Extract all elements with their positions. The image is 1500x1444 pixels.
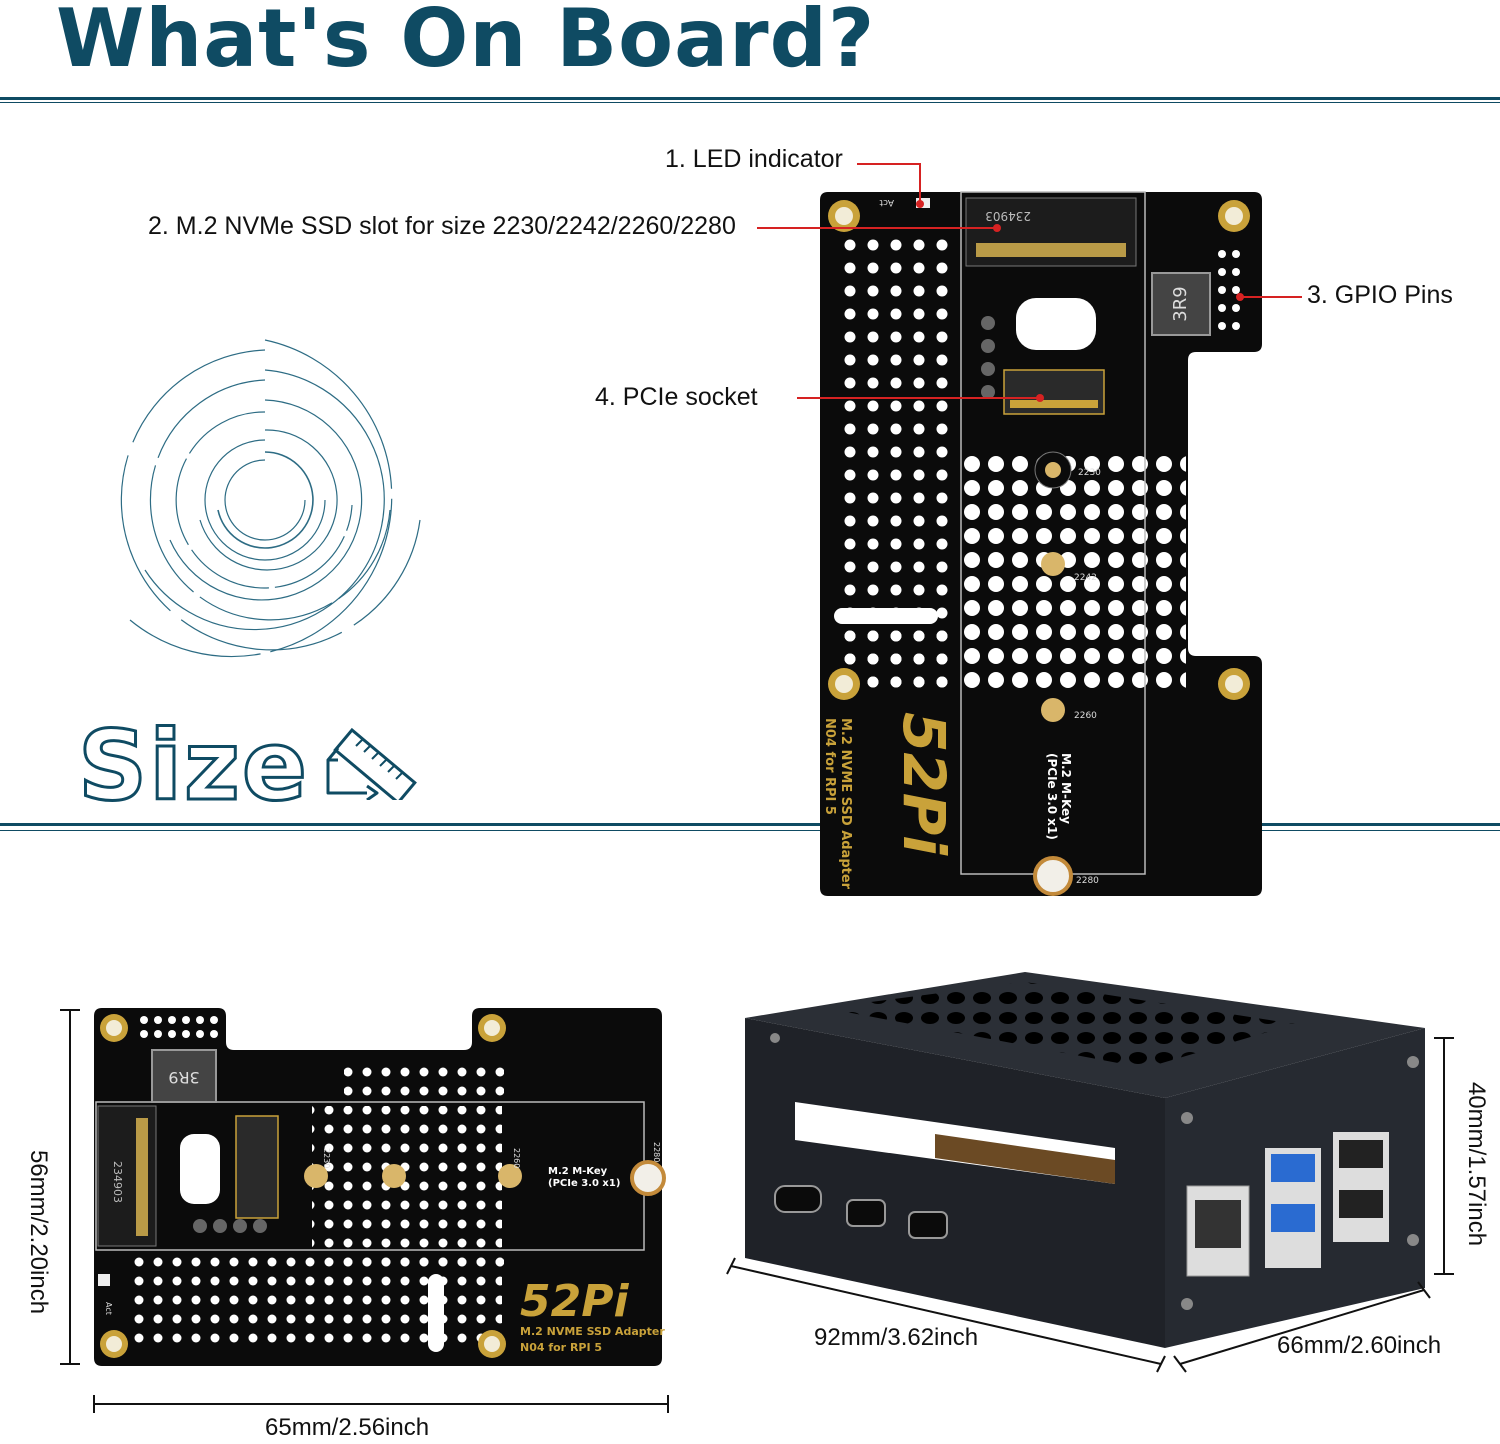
hole-label-a: 2230 [322,1148,331,1168]
case-width-label: 66mm/2.60inch [1277,1332,1442,1359]
leader-dot-4 [1036,394,1044,402]
product-line2-2: N04 for RPI 5 [520,1341,602,1354]
case-height-label: 40mm/1.57inch [1463,1081,1490,1247]
metal-case [745,972,1425,1348]
leader-dot-1 [916,200,924,208]
slot-code-2: 234903 [111,1161,124,1203]
callout-pcie-socket: 4. PCIe socket [595,383,758,411]
header-divider-thin [0,102,1500,103]
product-line1-2: M.2 NVME SSD Adapter [520,1325,665,1338]
hole-label-2230: 2230 [1078,468,1101,478]
section-divider-thin [0,830,1500,831]
hole-label-d: 2280 [652,1142,661,1162]
product-line1: M.2 NVME SSD Adapter [838,718,853,890]
board-height-label: 56mm/2.20inch [25,1149,52,1315]
key-line1-2: M.2 M-Key [548,1166,608,1177]
brand-logo-2: 52Pi [520,1276,629,1327]
board-width-label: 65mm/2.56inch [265,1414,430,1441]
swirl-decoration [120,339,421,658]
key-line2-2: (PCIe 3.0 x1) [548,1178,620,1189]
leader-line-1 [857,163,921,165]
case-length-label: 92mm/3.62inch [814,1324,979,1351]
act-label-2: Act [104,1302,113,1315]
callout-gpio-pins: 3. GPIO Pins [1307,281,1453,309]
hole-label-c: 2260 [512,1148,521,1168]
inductor-label: 3R9 [1170,286,1191,321]
inductor-label-2: 3R9 [168,1068,199,1087]
leader-dot-3 [1236,293,1244,301]
ruler-icon [326,727,417,800]
key-line1: M.2 M-Key [1059,753,1073,824]
case-width-dimension-line [1173,1281,1431,1373]
page-title: What's On Board? [56,0,876,85]
board-height-dimension-line [60,1009,80,1365]
brand-logo: 52Pi [890,712,958,856]
section-divider [0,823,1500,826]
callout-ssd-slot: 2. M.2 NVMe SSD slot for size 2230/2242/… [148,212,736,240]
leader-line-2 [757,227,997,229]
key-line2: (PCIe 3.0 x1) [1045,753,1059,840]
leader-line-3 [1240,296,1302,298]
board-bottom-view: 234903 3R9 Act 52Pi M.2 NVME SSD Adapter… [94,1008,666,1366]
product-line2: N04 for RPI 5 [822,718,837,815]
leader-dot-2 [993,224,1001,232]
main-board: 234903 3R9 Act 52Pi M.2 NVME SSD Adapter… [820,191,1262,896]
slot-code: 234903 [985,209,1031,223]
leader-line-4 [797,397,1040,399]
case-length-dimension-line [726,1257,1166,1373]
hole-label-2242: 2242 [1074,573,1097,583]
hole-label-2260: 2260 [1074,711,1097,721]
case-height-dimension-line [1434,1037,1454,1275]
hole-label-2280: 2280 [1076,876,1099,886]
callout-led-indicator: 1. LED indicator [665,145,843,173]
act-label: Act [879,197,894,207]
size-heading: Size [76,709,310,824]
board-width-dimension-line [93,1395,669,1413]
header-divider [0,97,1500,100]
leader-line-1b [919,163,921,203]
